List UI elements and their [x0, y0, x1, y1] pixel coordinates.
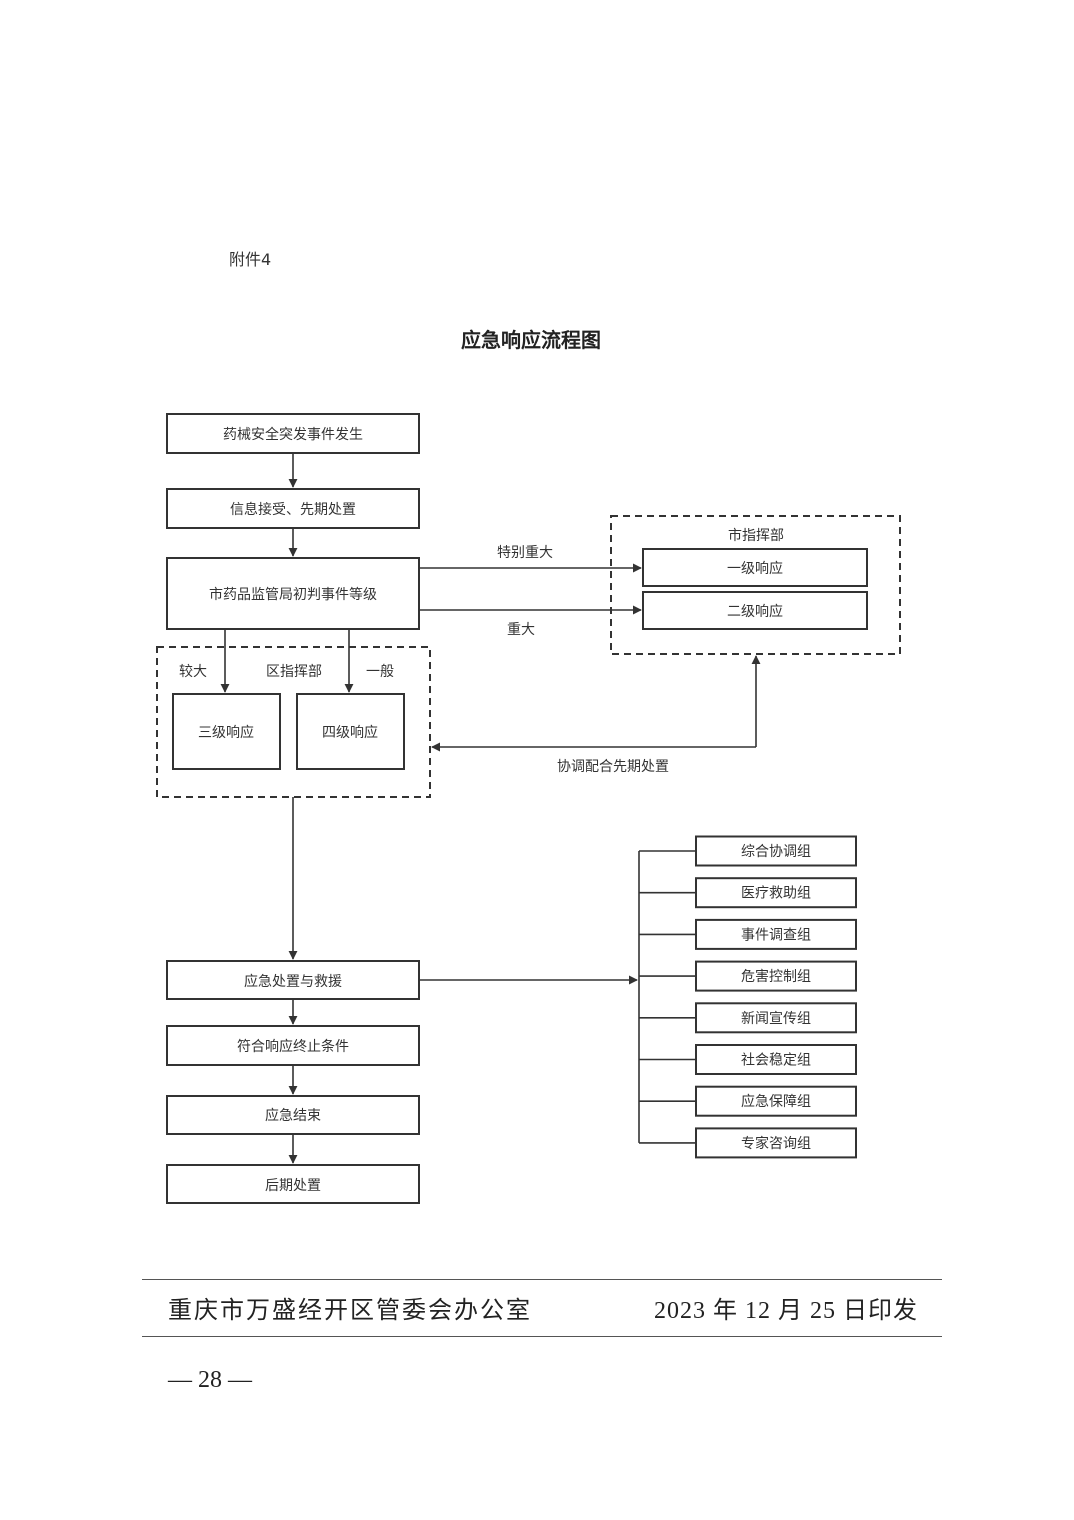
team-label: 危害控制组: [741, 969, 811, 985]
svg-text:三级响应: 三级响应: [198, 724, 254, 741]
team-box: 危害控制组: [695, 960, 857, 992]
team-label: 社会稳定组: [741, 1053, 811, 1069]
node-incident: 药械安全突发事件发生: [166, 413, 420, 454]
team-label: 综合协调组: [741, 844, 811, 860]
footer-rule-bottom: [142, 1336, 942, 1337]
diagram-title: 应急响应流程图: [461, 328, 601, 352]
node-info: 信息接受、先期处置: [166, 488, 420, 529]
team-box: 社会稳定组: [695, 1044, 857, 1075]
city-command-group: [610, 515, 901, 655]
district-command-label: 区指挥部: [266, 664, 322, 680]
svg-text:四级响应: 四级响应: [322, 724, 378, 741]
label-major: 重大: [507, 622, 535, 638]
issuing-office: 重庆市万盛经开区管委会办公室: [168, 1298, 532, 1324]
node-level1: 一级响应: [642, 548, 868, 587]
node-end: 应急结束: [166, 1095, 420, 1135]
team-box: 综合协调组: [695, 835, 857, 867]
attachment-label: 附件4: [229, 250, 272, 269]
label-larger: 较大: [179, 664, 207, 680]
label-general: 一般: [366, 664, 394, 680]
district-command-group: [156, 646, 431, 798]
city-command-label: 市指挥部: [728, 527, 784, 544]
team-label: 医疗救助组: [741, 886, 811, 902]
svg-text:应急结束: 应急结束: [265, 1107, 321, 1124]
node-level4: 四级响应: [296, 693, 405, 770]
team-box: 医疗救助组: [695, 877, 857, 909]
svg-text:后期处置: 后期处置: [265, 1178, 321, 1194]
node-level3: 三级响应: [172, 693, 281, 770]
label-extra-major: 特别重大: [497, 545, 553, 561]
svg-text:药械安全突发事件发生: 药械安全突发事件发生: [223, 426, 363, 443]
team-box: 应急保障组: [695, 1085, 857, 1117]
node-rescue: 应急处置与救援: [166, 960, 420, 1000]
svg-text:二级响应: 二级响应: [727, 603, 783, 620]
team-box: 新闻宣传组: [695, 1002, 857, 1034]
footer-rule-top: [142, 1279, 942, 1280]
team-label: 新闻宣传组: [741, 1011, 811, 1027]
svg-text:应急处置与救援: 应急处置与救援: [244, 973, 342, 990]
team-box: 事件调查组: [695, 918, 857, 950]
node-judge: 市药品监管局初判事件等级: [166, 557, 420, 630]
team-box: 专家咨询组: [695, 1127, 857, 1159]
svg-text:信息接受、先期处置: 信息接受、先期处置: [230, 501, 356, 518]
issue-date: 2023 年 12 月 25 日印发: [654, 1298, 918, 1324]
node-terminate: 符合响应终止条件: [166, 1025, 420, 1066]
team-label: 专家咨询组: [741, 1135, 811, 1152]
svg-text:一级响应: 一级响应: [727, 560, 783, 577]
svg-text:市药品监管局初判事件等级: 市药品监管局初判事件等级: [209, 586, 377, 603]
page-number: — 28 —: [168, 1367, 252, 1393]
label-coordinate: 协调配合先期处置: [557, 759, 669, 775]
node-after: 后期处置: [166, 1164, 420, 1204]
svg-text:符合响应终止条件: 符合响应终止条件: [237, 1038, 349, 1055]
team-label: 应急保障组: [741, 1093, 811, 1110]
node-level2: 二级响应: [642, 591, 868, 630]
team-label: 事件调查组: [741, 927, 811, 943]
